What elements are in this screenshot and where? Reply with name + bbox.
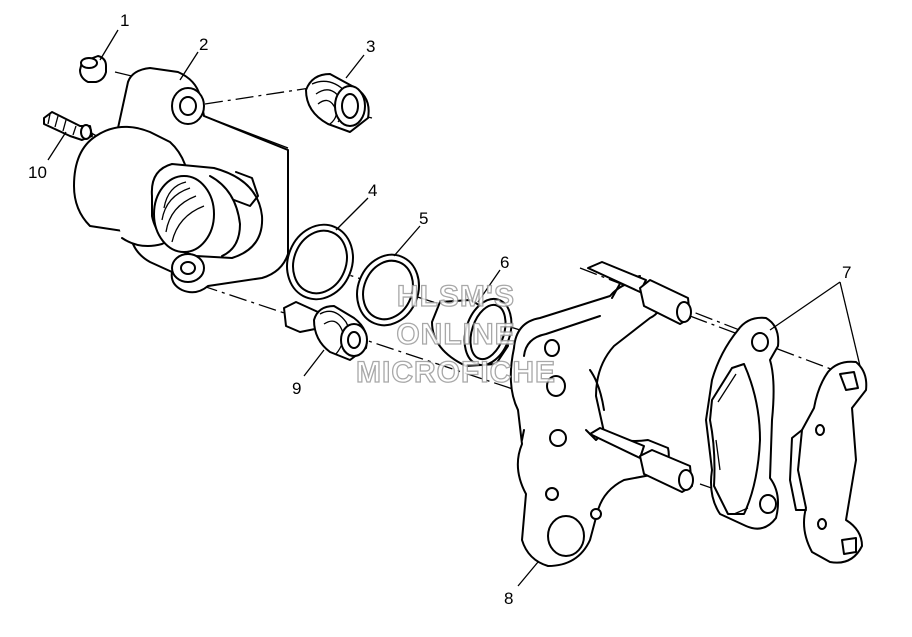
part-5-o-ring [356,253,420,327]
part-2-caliper-body [73,67,289,294]
watermark-line-2: ONLINE [396,318,515,351]
callout-3: 3 [366,37,375,56]
part-3-boot-seal [305,73,370,133]
callout-labels: 1 2 3 4 5 6 7 8 9 10 [28,11,851,608]
callout-2: 2 [199,35,208,54]
callout-4: 4 [368,181,377,200]
callout-6: 6 [500,253,509,272]
leader-lines [47,29,861,587]
callout-10: 10 [28,163,47,182]
part-4-o-ring [286,223,354,301]
part-7-brake-pad-rear [789,360,868,564]
part-1-bleeder-cap [79,55,107,83]
watermark: HLSM'S ONLINE MICROFICHE [355,279,556,389]
bracket-upper-pin [587,261,692,325]
callout-9: 9 [292,379,301,398]
callout-7: 7 [842,263,851,282]
part-7-brake-pad-front [705,316,780,530]
part-6-piston [431,297,513,367]
part-10-bleeder-screw [43,111,93,141]
callout-8: 8 [504,589,513,608]
watermark-line-1: HLSM'S [397,280,515,313]
callout-5: 5 [419,209,428,228]
watermark-line-3: MICROFICHE [356,356,556,389]
bracket-lower-pin [589,427,694,493]
part-8-mounting-bracket [509,275,670,567]
part-9-pin-boot [283,301,368,361]
callout-1: 1 [120,11,129,30]
